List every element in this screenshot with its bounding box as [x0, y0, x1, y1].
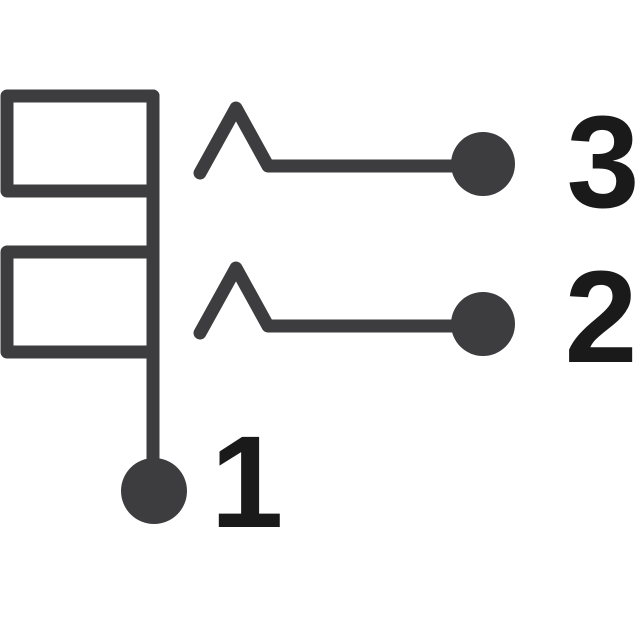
pin-2-label: 2	[565, 243, 638, 390]
pin-2-terminal-dot	[451, 292, 515, 356]
pin-3-label: 3	[567, 88, 640, 235]
pin-1-label: 1	[211, 408, 284, 555]
contact-arm-pin2	[193, 261, 490, 340]
symbol-box-upper	[0, 89, 160, 198]
pin-1-terminal-dot	[121, 458, 187, 524]
symbol-box-lower	[0, 245, 160, 359]
pin-3-terminal-dot	[451, 132, 515, 196]
contact-arm-pin3	[193, 101, 490, 180]
